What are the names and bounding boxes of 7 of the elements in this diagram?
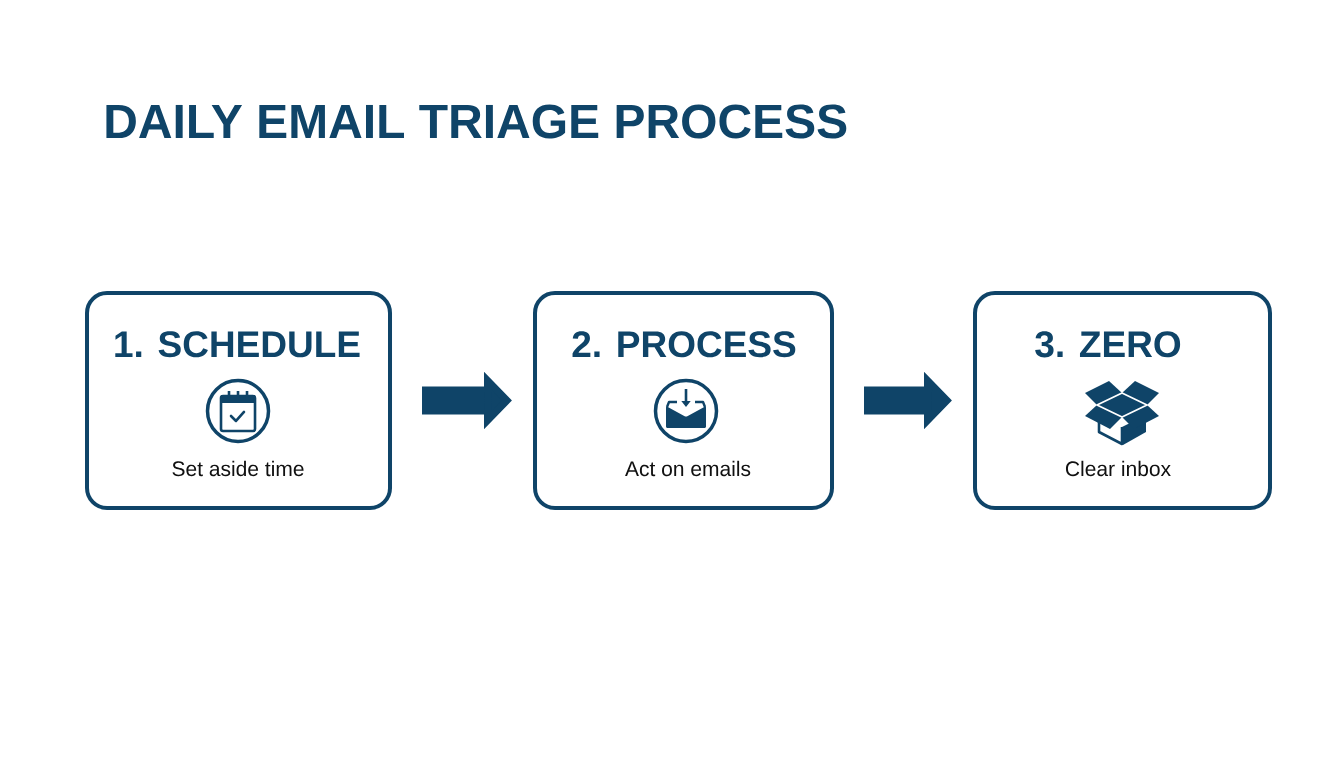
step-description: Act on emails (625, 460, 751, 477)
step-description: Clear inbox (1065, 460, 1171, 477)
step-description: Set aside time (172, 460, 304, 477)
step-heading: 3. ZERO (1035, 331, 1181, 358)
step-heading: 1. SCHEDULE (115, 331, 360, 358)
step-heading: 2. PROCESS (572, 331, 796, 358)
title: DAILY EMAIL TRIAGE PROCESS (106, 104, 847, 139)
